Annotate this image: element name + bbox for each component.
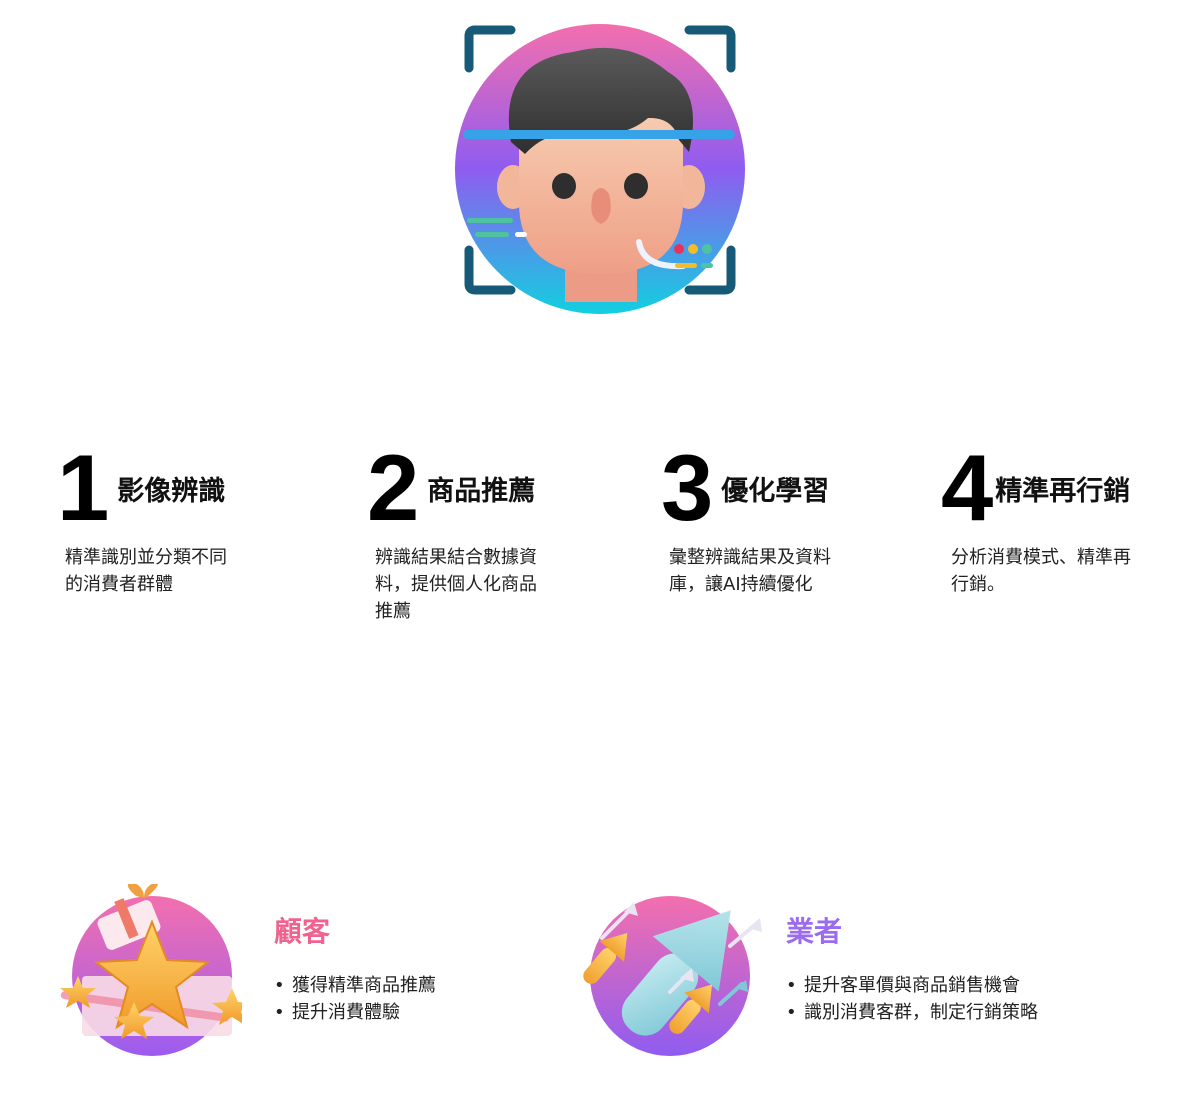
benefit-business-title: 業者 [786, 915, 843, 948]
step-4-number: 4 [941, 435, 994, 540]
step-2-desc-line: 辨識結果結合數據資 [375, 547, 537, 568]
step-4: 4 精準再行銷 分析消費模式、精準再 行銷。 [941, 435, 1196, 598]
step-1-desc-line: 的消費者群體 [65, 574, 173, 595]
scan-line [463, 130, 735, 139]
step-1-desc-line: 精準識別並分類不同 [65, 547, 227, 568]
step-2-description: 辨識結果結合數據資 料，提供個人化商品 推薦 [375, 544, 561, 625]
growth-arrows-icon [583, 896, 762, 1056]
step-1-title: 影像辨識 [117, 476, 226, 507]
benefit-business-list: 提升客單價與商品銷售機會 識別消費客群，制定行銷策略 [786, 972, 1038, 1026]
face-scan-illustration [455, 24, 745, 314]
step-1-description: 精準識別並分類不同 的消費者群體 [65, 544, 251, 598]
step-4-title: 精準再行銷 [995, 476, 1131, 507]
hud-left-icon [467, 218, 527, 237]
step-3-desc-line: 庫，讓AI持續優化 [669, 574, 813, 595]
step-2-desc-line: 料，提供個人化商品 [375, 574, 537, 595]
benefit-customer: 顧客 獲得精準商品推薦 提升消費體驗 [274, 910, 436, 1026]
hud-right-icon [636, 239, 713, 270]
step-1-number: 1 [57, 435, 110, 540]
gift-stars-icon [60, 884, 242, 1056]
benefit-business: 業者 提升客單價與商品銷售機會 識別消費客群，制定行銷策略 [786, 910, 1038, 1026]
scan-brackets-icon [464, 25, 736, 295]
list-item: 提升消費體驗 [274, 999, 436, 1026]
step-4-desc-line: 分析消費模式、精準再 [951, 547, 1131, 568]
list-item: 獲得精準商品推薦 [274, 972, 436, 999]
step-4-header: 4 精準再行銷 [941, 435, 1196, 540]
step-3: 3 優化學習 彙整辨識結果及資料 庫，讓AI持續優化 [661, 435, 901, 598]
step-4-desc-line: 行銷。 [951, 574, 1005, 595]
benefit-customer-title: 顧客 [274, 915, 331, 948]
step-4-description: 分析消費模式、精準再 行銷。 [951, 544, 1156, 598]
step-3-number: 3 [661, 435, 714, 540]
step-2-number: 2 [367, 435, 420, 540]
benefit-customer-list: 獲得精準商品推薦 提升消費體驗 [274, 972, 436, 1026]
step-2-title: 商品推薦 [427, 476, 536, 507]
step-2-header: 2 商品推薦 [367, 435, 607, 540]
step-3-title: 優化學習 [721, 476, 830, 507]
step-1: 1 影像辨識 精準識別並分類不同 的消費者群體 [57, 435, 297, 598]
list-item: 提升客單價與商品銷售機會 [786, 972, 1038, 999]
step-2: 2 商品推薦 辨識結果結合數據資 料，提供個人化商品 推薦 [367, 435, 607, 625]
list-item: 識別消費客群，制定行銷策略 [786, 999, 1038, 1026]
step-1-header: 1 影像辨識 [57, 435, 297, 540]
step-3-description: 彙整辨識結果及資料 庫，讓AI持續優化 [669, 544, 855, 598]
step-3-header: 3 優化學習 [661, 435, 901, 540]
step-2-desc-line: 推薦 [375, 601, 411, 622]
step-3-desc-line: 彙整辨識結果及資料 [669, 547, 831, 568]
